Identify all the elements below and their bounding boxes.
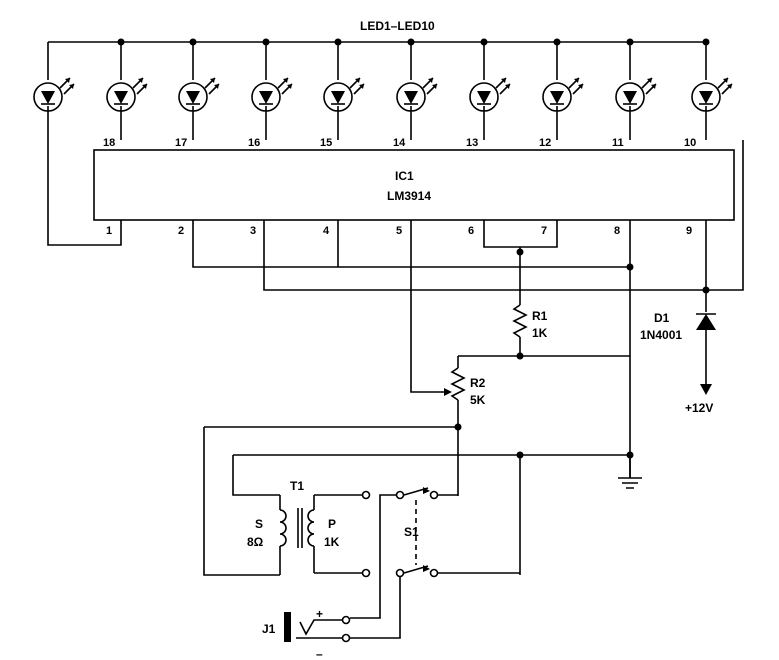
led-5 [323, 42, 365, 140]
junction-dot [262, 38, 270, 46]
ic-pin-11: 11 [612, 137, 624, 149]
junction-dot [626, 263, 634, 271]
ic1-ref: IC1 [395, 169, 414, 183]
junction-dot [407, 38, 415, 46]
ic-pin-2: 2 [178, 225, 184, 237]
t1-secondary-label: S [255, 517, 263, 531]
j1-plus: + [316, 607, 323, 621]
junction-dot [480, 38, 488, 46]
junction-dot [516, 352, 524, 360]
led-array [33, 42, 733, 140]
junction-dot [516, 451, 524, 459]
diode-d1 [696, 313, 716, 395]
supply-label: +12V [685, 401, 713, 415]
ic-pin-8: 8 [614, 225, 620, 237]
r1-ref: R1 [532, 309, 548, 323]
ic-pin-17: 17 [175, 137, 187, 149]
ic-pin-12: 12 [539, 137, 551, 149]
led-9 [615, 42, 657, 140]
t1-ref: T1 [290, 479, 304, 493]
led-10 [691, 42, 733, 140]
led-1 [33, 42, 75, 140]
led-2 [106, 42, 148, 140]
r2-value: 5K [470, 393, 486, 407]
ic-pin-6: 6 [468, 225, 474, 237]
junction-dot [454, 423, 462, 431]
ic-pin-18: 18 [103, 137, 115, 149]
ic-pin-1: 1 [106, 225, 112, 237]
j1-ref: J1 [262, 622, 276, 636]
ic-pin-7: 7 [541, 225, 547, 237]
r2-ref: R2 [470, 376, 486, 390]
ic-pin-15: 15 [320, 137, 332, 149]
junction-dot [626, 38, 634, 46]
d1-ref: D1 [654, 311, 670, 325]
junction-dot [553, 38, 561, 46]
junction-dot [516, 248, 524, 256]
j1-minus: – [316, 647, 323, 660]
ground-symbol [618, 455, 642, 489]
ic-pin-3: 3 [250, 225, 256, 237]
d1-part: 1N4001 [640, 328, 682, 342]
junction-dot [334, 38, 342, 46]
led-group-label: LED1–LED10 [360, 19, 435, 33]
ic1-part: LM3914 [387, 189, 431, 203]
led-8 [542, 42, 584, 140]
ic1-body [93, 149, 735, 221]
led-3 [178, 42, 220, 140]
ic-pin-13: 13 [466, 137, 478, 149]
switch-s1 [350, 487, 520, 639]
t1-secondary-value: 8Ω [247, 535, 264, 549]
junction-dot [702, 38, 710, 46]
t1-primary-label: P [328, 517, 336, 531]
ic-pin-9: 9 [686, 225, 692, 237]
led-7 [469, 42, 511, 140]
r1-value: 1K [532, 326, 548, 340]
junction-dot [117, 38, 125, 46]
ic-pin-16: 16 [248, 137, 260, 149]
junction-dot [189, 38, 197, 46]
ic-pin-4: 4 [323, 225, 330, 237]
s1-ref: S1 [404, 525, 419, 539]
transformer-t1 [279, 494, 362, 575]
t1-primary-value: 1K [324, 535, 340, 549]
junction-dot [702, 286, 710, 294]
wiring [47, 140, 744, 576]
jack-j1 [284, 612, 351, 643]
ic-pin-14: 14 [393, 137, 406, 149]
ic-pin-5: 5 [396, 225, 402, 237]
led-6 [396, 42, 438, 140]
ic-pin-10: 10 [684, 137, 696, 149]
led-4 [251, 42, 293, 140]
